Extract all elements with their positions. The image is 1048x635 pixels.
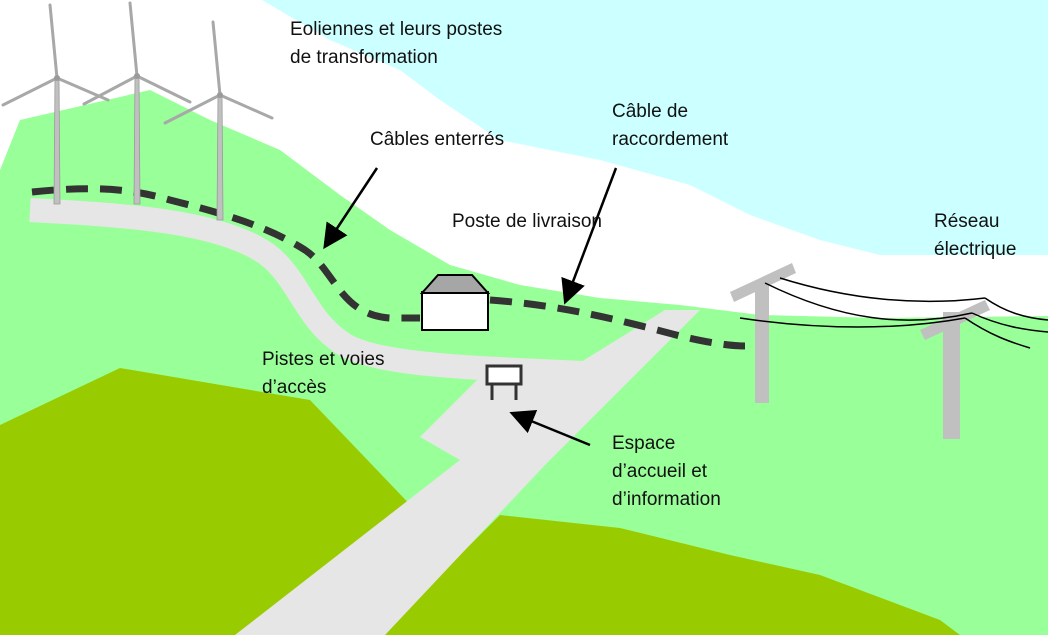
sky <box>262 0 1048 255</box>
access-track <box>29 198 586 385</box>
arrow-espace-accueil <box>509 409 591 447</box>
wind-turbine-icon <box>1 3 110 205</box>
main-road <box>235 310 700 635</box>
wind-turbine-icon <box>163 20 274 221</box>
label-reseau: Réseau électrique <box>934 211 1017 260</box>
label-cables-enterres: Câbles enterrés <box>370 129 505 150</box>
label-espace: Espace d’accueil et d’information <box>612 433 721 510</box>
info-board-icon <box>485 364 523 400</box>
arrow-cables-enterres <box>323 167 379 250</box>
label-pistes: Pistes et voies d’accès <box>262 349 385 398</box>
label-poste-livraison: Poste de livraison <box>452 211 602 232</box>
wind-turbines <box>1 1 274 221</box>
wind-turbine-icon <box>82 1 192 205</box>
hill-left <box>0 368 420 635</box>
arrow-cable-raccordement <box>561 167 618 305</box>
power-lines <box>739 277 1048 349</box>
power-pylon-icon <box>730 263 796 403</box>
buried-cable <box>31 185 420 322</box>
substation-building-icon <box>419 274 491 331</box>
connection-cable <box>489 296 746 350</box>
label-cable-raccordement: Câble de raccordement <box>612 101 729 150</box>
label-eoliennes: Eoliennes et leurs postes de transformat… <box>290 19 503 68</box>
hill-right <box>380 515 960 635</box>
